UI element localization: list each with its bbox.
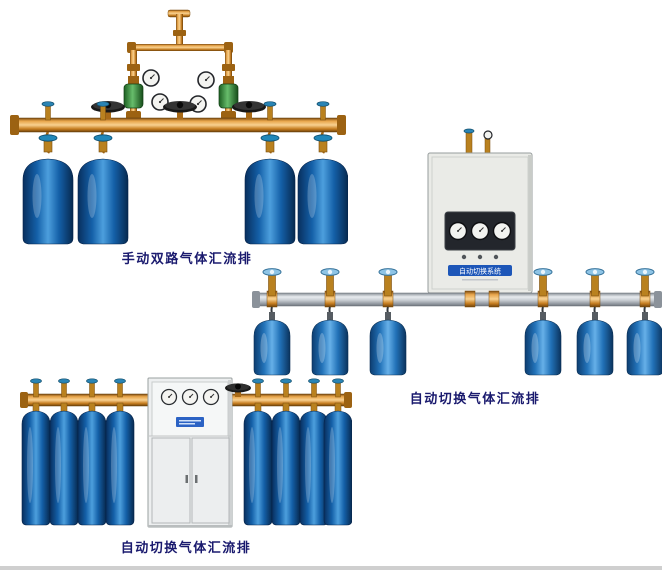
door-handle [195,475,198,483]
gas-cylinder [271,402,301,526]
gas-cylinder [21,402,51,526]
cylinder-valve [263,101,277,121]
gas-cylinder [253,311,291,376]
product-caption-auto-wall: 自动切换气体汇流排 [409,391,541,406]
indicator-lights [461,254,499,260]
gas-cylinder [369,311,407,376]
gauge-panel [160,388,220,406]
gas-cylinder [105,402,135,526]
gas-cylinder [243,402,273,526]
cylinder-valve [585,268,605,297]
gas-cylinder [323,402,352,526]
product-caption-manual-dual: 手动双路气体汇流排 [121,251,253,266]
gas-cylinder [77,402,107,526]
gas-cylinder [77,134,129,245]
door-handle [185,475,188,483]
page-bottom-border [0,566,662,570]
gas-cylinder [311,311,349,376]
pressure-gauge [142,69,160,87]
cylinder-valve [41,101,55,121]
hand-valve-wheel [225,383,251,397]
pipe-connection-blocks [266,290,651,308]
cylinder-valve [320,268,340,297]
manifold-pipe [10,115,346,135]
cabinet-logo-plate [176,417,204,427]
cabinet-label: 自动切换系统 [459,267,501,276]
cylinder-valve [262,268,282,297]
pressure-gauge [197,71,215,89]
cabinet-doors [151,437,230,524]
pressure-regulator [189,71,239,113]
gas-cylinder [626,311,662,376]
auto-switch-wall-illustration: 自动切换系统 [252,128,662,376]
pressure-regulator [123,69,169,111]
gas-cylinder [576,311,614,376]
gas-cylinder [22,134,74,245]
cylinder-valve [378,268,398,297]
control-cabinet: 自动切换系统 [427,152,533,294]
gas-cylinder [49,402,79,526]
cylinder-valve [533,268,553,297]
cylinder-valve [316,101,330,121]
cylinder-valve [635,268,655,297]
auto-switch-floor-illustration [20,377,352,528]
outlet-pipe [167,9,191,48]
product-caption-auto-floor: 自动切换气体汇流排 [120,540,252,555]
cabinet-top-fittings [463,128,493,155]
gauge-panel [444,211,516,251]
hand-valve-wheel [232,101,266,119]
gas-cylinder [524,311,562,376]
manual-dual-manifold-illustration [10,9,348,245]
cabinet-label-plate [448,265,512,276]
hand-valve-wheel [163,101,197,119]
manifold-pipe [252,291,662,308]
control-cabinet [147,377,233,528]
